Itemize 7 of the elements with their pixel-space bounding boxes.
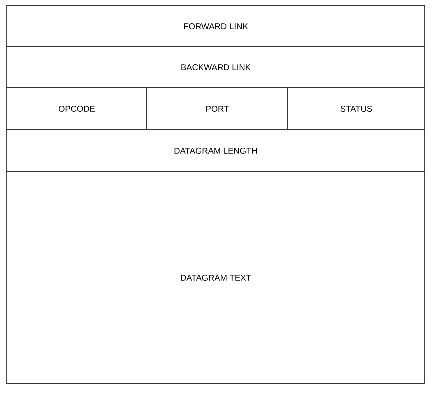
field-box: STATUS (288, 88, 426, 130)
field-box: OPCODE (6, 88, 148, 130)
field-box: PORT (146, 88, 288, 130)
field-box: BACKWARD LINK (6, 46, 426, 88)
field-box: DATAGRAM TEXT (6, 172, 426, 384)
field-box: DATAGRAM LENGTH (6, 130, 426, 172)
field-box: FORWARD LINK (6, 6, 426, 48)
